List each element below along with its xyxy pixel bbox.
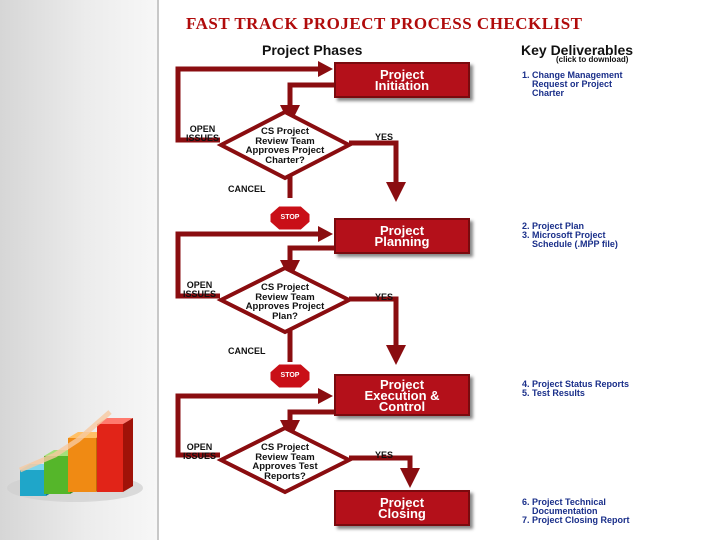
page-title: FAST TRACK PROJECT PROCESS CHECKLIST <box>186 14 583 33</box>
bar-chart-graphic <box>7 410 143 502</box>
yes-label-3: YES <box>375 450 394 460</box>
decision-diamond-plan <box>216 265 354 335</box>
phases-column-header: Project Phases <box>262 42 363 58</box>
left-decorative-panel <box>0 0 157 540</box>
cancel-label-2: CANCEL <box>228 346 266 356</box>
decision-diamond-test <box>216 425 354 495</box>
yes-label-2: YES <box>375 292 394 302</box>
stop-sign-text-2: STOP <box>280 372 300 379</box>
cancel-label-1: CANCEL <box>228 184 266 194</box>
panel-divider <box>157 0 159 540</box>
stop-sign-text-1: STOP <box>280 214 300 221</box>
deliverables-click-note: (click to download) <box>556 55 629 64</box>
yes-label-1: YES <box>375 132 394 142</box>
stop-sign-1 <box>269 205 311 231</box>
deliverable-group-initiation[interactable]: 1. Change Management Request or Project … <box>522 70 623 98</box>
stop-sign-2 <box>269 363 311 389</box>
decision-diamond-charter <box>216 109 354 181</box>
deliverables-column-header: Key Deliverables <box>521 42 634 58</box>
